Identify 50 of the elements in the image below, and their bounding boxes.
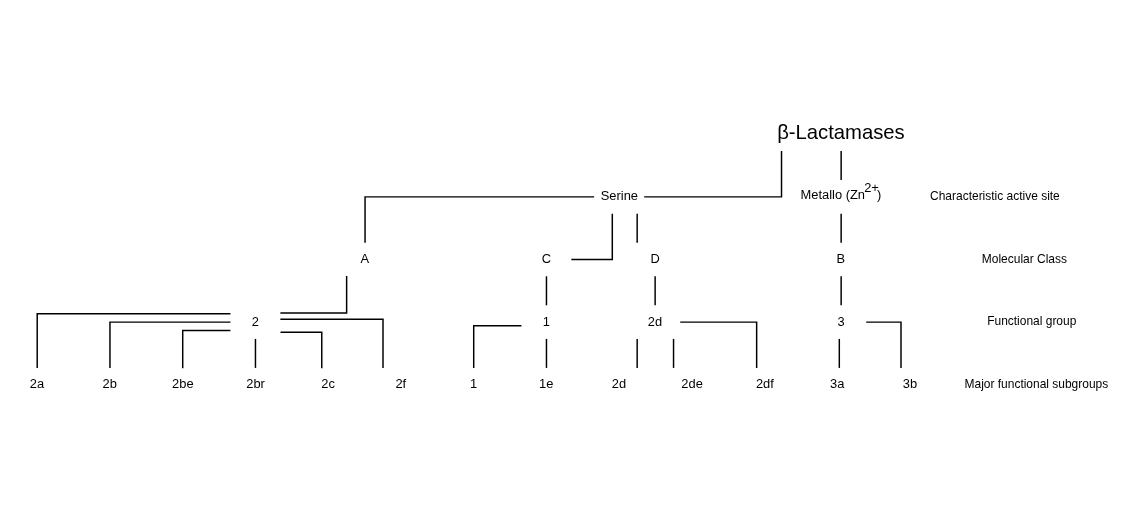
- node-text: 3: [837, 313, 845, 329]
- connector: [840, 212, 842, 243]
- connector: [865, 320, 902, 369]
- node-text: 1: [470, 375, 478, 391]
- node-text: 2: [251, 313, 259, 329]
- connector: [636, 337, 638, 369]
- connector: [109, 320, 232, 369]
- connector: [672, 337, 675, 369]
- node-text: A: [360, 250, 370, 266]
- node-text: 2be: [172, 375, 194, 391]
- label: Functional group: [987, 313, 1077, 328]
- node-text: 1e: [539, 375, 554, 391]
- node-text: 2c: [321, 375, 335, 391]
- node-text: 2f: [395, 375, 407, 391]
- node-text: 2br: [246, 375, 265, 391]
- node-text: 2a: [29, 375, 45, 391]
- node-text: B: [836, 250, 846, 266]
- node-text: 2b: [102, 375, 117, 391]
- node-text: D: [650, 250, 660, 266]
- connector: [364, 195, 595, 243]
- connector: [545, 337, 548, 369]
- connector: [181, 329, 232, 369]
- connector: [840, 149, 842, 181]
- connector: [654, 275, 656, 306]
- label: Molecular Class: [981, 251, 1067, 266]
- node-text: β-Lactamases: [777, 120, 905, 143]
- node-text: Serine: [600, 187, 639, 203]
- node-text: C: [541, 250, 552, 266]
- connector: [636, 212, 638, 243]
- connector: [279, 331, 323, 369]
- connector: [36, 312, 232, 369]
- connector: [545, 275, 548, 306]
- node-text: 1: [542, 313, 550, 329]
- connector: [472, 324, 523, 369]
- connector: [254, 337, 257, 369]
- node-text: 3a: [830, 375, 845, 391]
- connector: [679, 320, 758, 369]
- node-text: 2d: [611, 375, 627, 391]
- connector: [838, 337, 841, 369]
- node-text: 2d: [647, 313, 663, 329]
- node-text: 2de: [681, 375, 703, 391]
- connector: [643, 149, 783, 198]
- connector: [279, 318, 384, 369]
- label: Major functional subgroups: [964, 376, 1109, 391]
- connector: [840, 275, 842, 306]
- connector: [279, 274, 348, 314]
- label: Characteristic active site: [930, 188, 1060, 203]
- node-text: 2df: [755, 375, 774, 391]
- connector: [570, 212, 614, 260]
- node-text: 3b: [902, 375, 918, 391]
